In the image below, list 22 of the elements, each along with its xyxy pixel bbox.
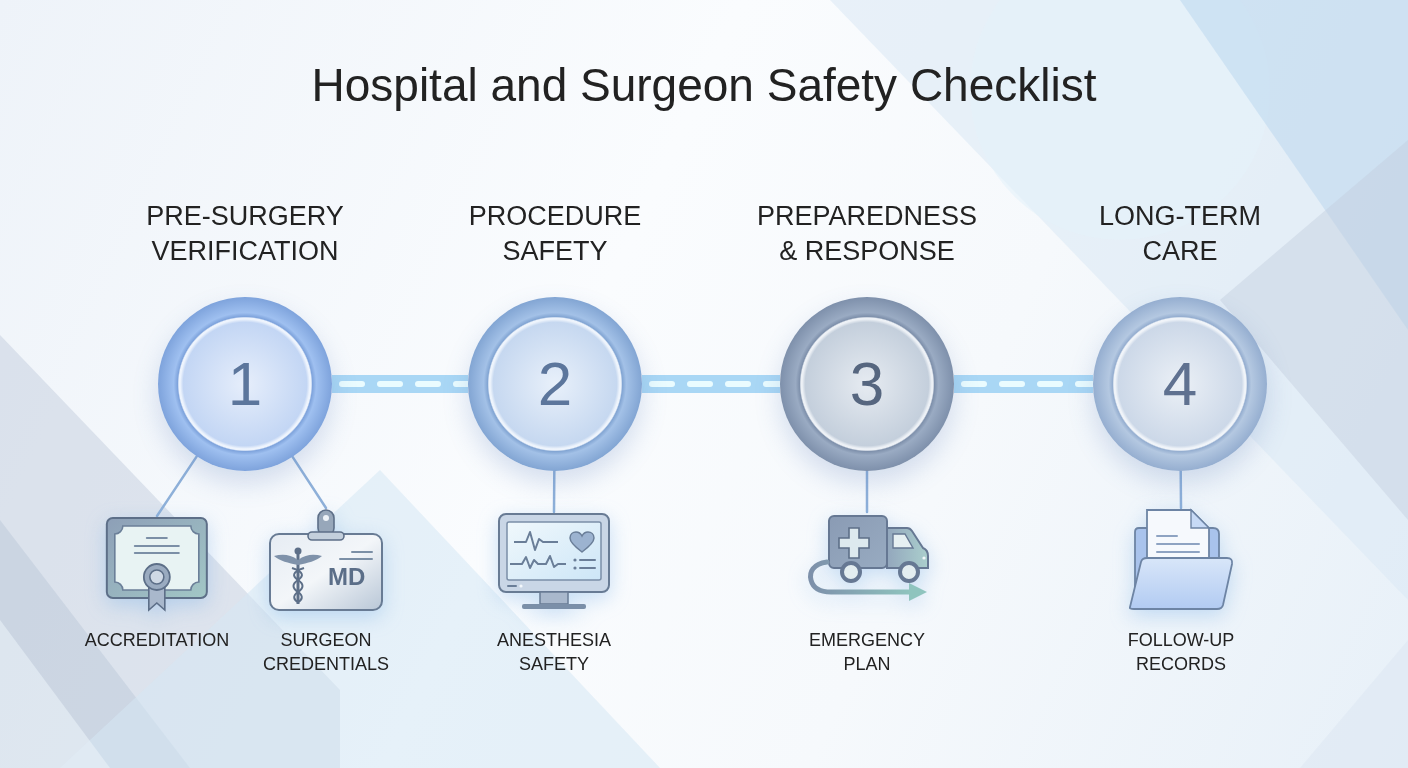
step-number: 4 [1162, 353, 1198, 415]
connector-line [291, 455, 328, 510]
connector-line [865, 469, 869, 514]
item-label: ANESTHESIA SAFETY [496, 629, 612, 676]
step-number: 3 [849, 353, 885, 415]
stage-heading: LONG-TERM CARE [1098, 200, 1262, 268]
item-label: EMERGENCY PLAN [808, 629, 926, 676]
connector-line [552, 469, 556, 514]
glowing-connector-bar [329, 375, 471, 393]
glowing-connector-bar [639, 375, 783, 393]
step-number: 1 [227, 353, 263, 415]
stage-heading: PREPAREDNESS & RESPONSE [755, 200, 979, 268]
diagram-title: Hospital and Surgeon Safety Checklist [311, 58, 1097, 113]
badge-text: MD [328, 564, 366, 590]
item-label: SURGEON CREDENTIALS [262, 629, 390, 676]
glowing-connector-bar [951, 375, 1096, 393]
stage-heading: PROCEDURE SAFETY [467, 200, 643, 268]
stage-heading: PRE-SURGERY VERIFICATION [145, 200, 345, 268]
item-label: ACCREDITATION [84, 629, 230, 652]
connector-line [155, 455, 198, 518]
step-number: 2 [537, 353, 573, 415]
item-label: FOLLOW-UP RECORDS [1126, 629, 1236, 676]
